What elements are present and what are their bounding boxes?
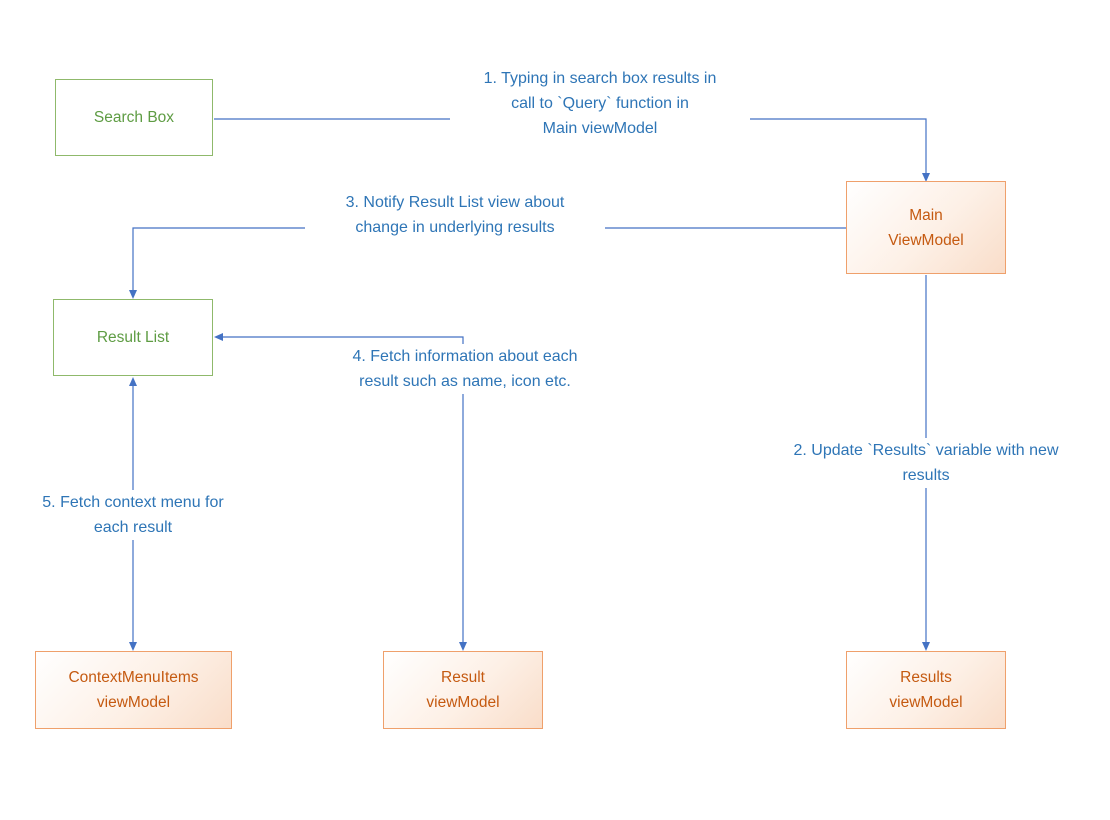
arrowhead-step2 bbox=[922, 642, 930, 651]
arrowhead-step4-down bbox=[459, 642, 467, 651]
label-step4: 4. Fetch information about each result s… bbox=[315, 344, 615, 394]
node-main-viewmodel: Main ViewModel bbox=[846, 181, 1006, 274]
arrowhead-step5-up bbox=[129, 377, 137, 386]
arrowhead-step5-down bbox=[129, 642, 137, 651]
label-step3: 3. Notify Result List view about change … bbox=[305, 190, 605, 240]
node-contextmenuitems-viewmodel: ContextMenuItems viewModel bbox=[35, 651, 232, 729]
node-result-list: Result List bbox=[53, 299, 213, 376]
arrowhead-step3 bbox=[129, 290, 137, 299]
arrow-step3 bbox=[132, 227, 846, 292]
label-step2: 2. Update `Results` variable with new re… bbox=[776, 438, 1076, 488]
arrowhead-step1 bbox=[922, 173, 930, 182]
node-result-viewmodel: Result viewModel bbox=[383, 651, 543, 729]
arrow-step4 bbox=[223, 336, 464, 643]
label-step5: 5. Fetch context menu for each result bbox=[23, 490, 243, 540]
label-step1: 1. Typing in search box results in call … bbox=[450, 66, 750, 141]
node-results-viewmodel: Results viewModel bbox=[846, 651, 1006, 729]
arrowhead-step4-left bbox=[214, 333, 223, 341]
node-search-box: Search Box bbox=[55, 79, 213, 156]
